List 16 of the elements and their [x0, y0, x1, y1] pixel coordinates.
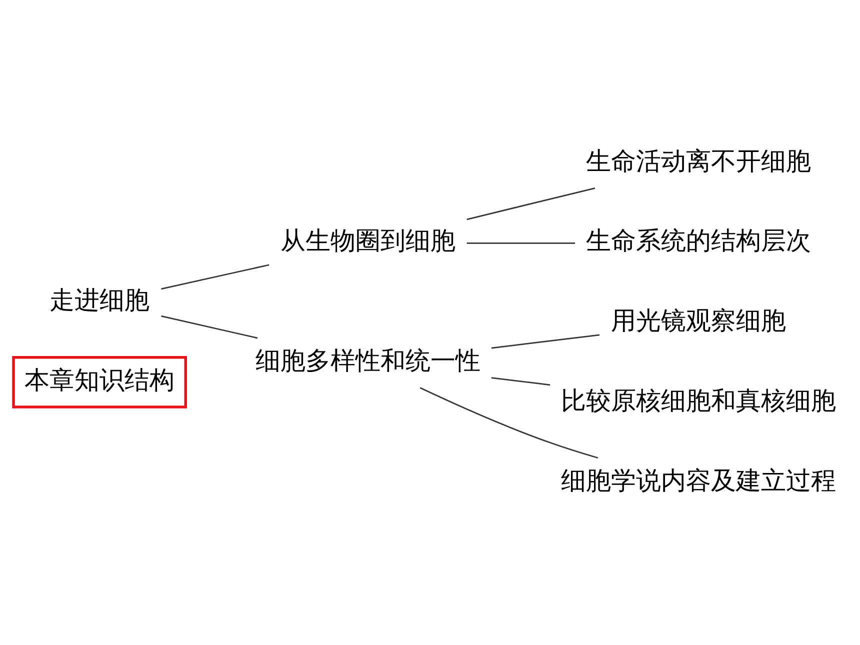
- node-text: 细胞学说内容及建立过程: [560, 465, 836, 494]
- node-text: 生命活动离不开细胞: [586, 146, 811, 175]
- node-text: 生命系统的结构层次: [586, 226, 811, 255]
- node-text: 走进细胞: [50, 284, 150, 314]
- node-text: 从生物圈到细胞: [280, 226, 456, 255]
- connector: [491, 376, 550, 386]
- node-box: 本章知识结构: [12, 356, 187, 408]
- node-text: 细胞多样性和统一性: [256, 345, 481, 374]
- connector: [420, 386, 598, 458]
- connector: [466, 187, 596, 220]
- connector: [161, 264, 270, 290]
- node-text: 比较原核细胞和真核细胞: [560, 385, 836, 414]
- node-text: 用光镜观察细胞: [610, 306, 786, 335]
- connector: [466, 242, 576, 244]
- connector: [491, 334, 600, 348]
- connector: [161, 314, 258, 338]
